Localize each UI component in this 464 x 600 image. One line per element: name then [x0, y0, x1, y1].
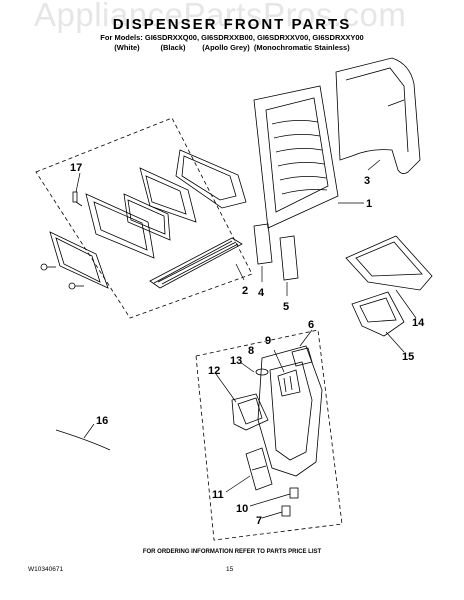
- callout-1: 1: [366, 198, 372, 210]
- callout-10: 10: [236, 503, 248, 515]
- callout-12: 12: [208, 365, 220, 377]
- page-number: 15: [226, 566, 234, 573]
- ordering-info: FOR ORDERING INFORMATION REFER TO PARTS …: [142, 549, 322, 555]
- drip-tray: [345, 235, 433, 291]
- housing-group-outline: [195, 329, 343, 541]
- motor-cap: [291, 347, 313, 367]
- leader-lines: [75, 159, 417, 519]
- spring: [255, 368, 269, 376]
- callout-11: 11: [212, 489, 224, 501]
- dispenser-frame: [253, 85, 339, 229]
- model-list: For Models: GI6SDRXXQ00, GI6SDRXXB00, GI…: [100, 33, 364, 42]
- callout-9: 9: [265, 335, 271, 347]
- ice-paddle: [245, 447, 273, 491]
- color-list: (White) (Black) (Apollo Grey) (Monochrom…: [114, 43, 350, 52]
- chute-cover: [335, 57, 421, 174]
- callout-14: 14: [412, 317, 425, 329]
- callout-8: 8: [248, 345, 254, 357]
- clip: [281, 505, 291, 517]
- callout-4: 4: [258, 287, 265, 299]
- document-number: W10340671: [28, 566, 64, 573]
- small-switch: [289, 487, 299, 499]
- tray-insert: [351, 291, 405, 337]
- pad-left: [253, 223, 273, 265]
- callout-3: 3: [364, 175, 370, 187]
- callout-5: 5: [283, 301, 289, 313]
- screws: [40, 263, 84, 290]
- callout-7: 7: [256, 515, 262, 527]
- grille: [149, 237, 243, 289]
- callout-labels: 17 1 3 2 4 5 6 9 8 13 12 14 15 16 11 10 …: [70, 162, 425, 527]
- callout-17: 17: [70, 162, 82, 174]
- control-panel-group-outline: [35, 117, 253, 319]
- pad-right: [279, 235, 299, 281]
- callout-16: 16: [96, 415, 108, 427]
- page-title: DISPENSER FRONT PARTS: [112, 16, 352, 33]
- control-panel-assembly: [49, 149, 247, 289]
- water-paddle: [231, 393, 269, 431]
- callout-6: 6: [308, 319, 314, 331]
- watermark: AppliancePartsPros.com: [34, 0, 407, 33]
- callout-15: 15: [402, 351, 414, 363]
- switch: [277, 369, 301, 397]
- callout-13: 13: [230, 355, 242, 367]
- wire-arm: [55, 429, 111, 451]
- actuator-housing: [257, 345, 323, 477]
- callout-2: 2: [242, 285, 248, 297]
